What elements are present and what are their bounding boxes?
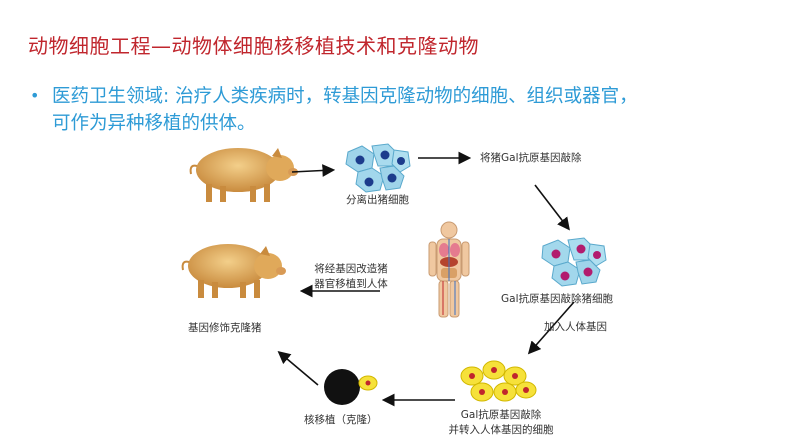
- label-nuclear-transfer: 核移植（克隆）: [304, 414, 378, 426]
- arrow-pig-to-cells: [291, 164, 336, 177]
- arrow-to-cloned-pig: [277, 350, 319, 386]
- label-transplant-2: 器官移植到人体: [314, 278, 388, 290]
- bullet-text: 医药卫生领域: 治疗人类疾病时，转基因克隆动物的细胞、组织或器官，可作为异种移植…: [52, 86, 638, 134]
- label-transplant-1: 将经基因改造猪: [314, 263, 388, 275]
- cloned-pig-icon: [181, 244, 286, 298]
- flow-arrows: [277, 151, 575, 407]
- nuclear-transfer-icon: [324, 369, 378, 405]
- label-modified-cells-1: Gal抗原基因敲除: [460, 409, 542, 421]
- label-modified-cells-2: 并转入人体基因的细胞: [448, 424, 554, 436]
- knockout-cells-icon: [541, 237, 607, 287]
- pig-icon: [189, 148, 298, 202]
- label-knockout-cells: Gal抗原基因敲除猪细胞: [501, 293, 613, 305]
- label-cloned-pig: 基因修饰克隆猪: [188, 322, 262, 334]
- pig-cells-icon: [345, 143, 411, 193]
- bullet-marker: •: [30, 86, 40, 105]
- slide-title: 动物细胞工程—动物体细胞核移植技术和克隆动物: [28, 34, 479, 58]
- label-add-human-gene: 加入人体基因: [544, 321, 607, 333]
- arrow-to-add-gene: [527, 301, 575, 355]
- arrow-to-ko-cells: [534, 184, 570, 231]
- label-knockout-gene: 将猪Gal抗原基因敲除: [480, 152, 582, 164]
- human-body-icon: [428, 221, 470, 318]
- label-isolate-pig-cells: 分离出猪细胞: [346, 194, 409, 206]
- modified-cells-icon: [460, 360, 537, 402]
